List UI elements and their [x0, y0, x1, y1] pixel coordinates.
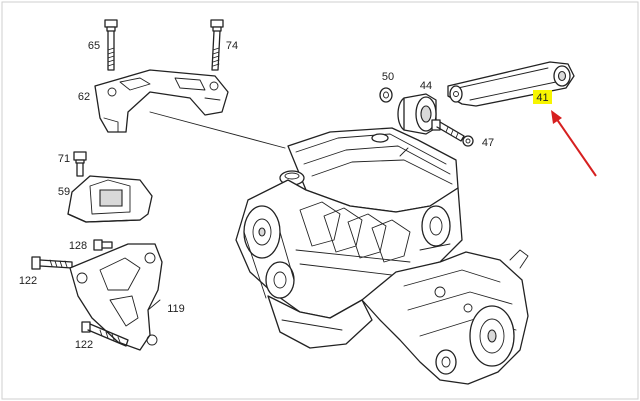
callout-62: 62 [78, 91, 90, 103]
bolt-47 [431, 119, 474, 147]
callout-74: 74 [226, 40, 238, 52]
callout-44: 44 [420, 80, 432, 92]
bolt-122-upper [31, 256, 73, 270]
callout-119: 119 [167, 303, 185, 315]
washer-50 [379, 87, 393, 103]
callout-41: 41 [536, 92, 548, 104]
engine-assembly [235, 127, 463, 349]
bolt-65 [104, 19, 118, 71]
callout-128: 128 [69, 240, 87, 252]
transmission-assembly [361, 249, 529, 385]
callout-65: 65 [88, 40, 100, 52]
bolt-122-lower [81, 321, 129, 347]
bolt-71 [73, 151, 87, 177]
callout-71: 71 [58, 153, 70, 165]
callout-122-lower: 122 [75, 339, 93, 351]
bracket-62 [94, 69, 229, 133]
engine-mount-59 [67, 175, 153, 223]
torque-strut-41 [447, 61, 575, 107]
callout-41-highlight [533, 90, 552, 104]
callout-47: 47 [482, 137, 494, 149]
callout-122-upper: 122 [19, 275, 37, 287]
leader-62 [149, 111, 286, 149]
bushing-44 [397, 93, 437, 135]
bolt-128 [93, 239, 113, 251]
bolt-74 [210, 19, 224, 71]
callout-59: 59 [58, 186, 70, 198]
bracket-119 [69, 243, 163, 351]
pointer-arrow [551, 110, 597, 177]
callout-50: 50 [382, 71, 394, 83]
